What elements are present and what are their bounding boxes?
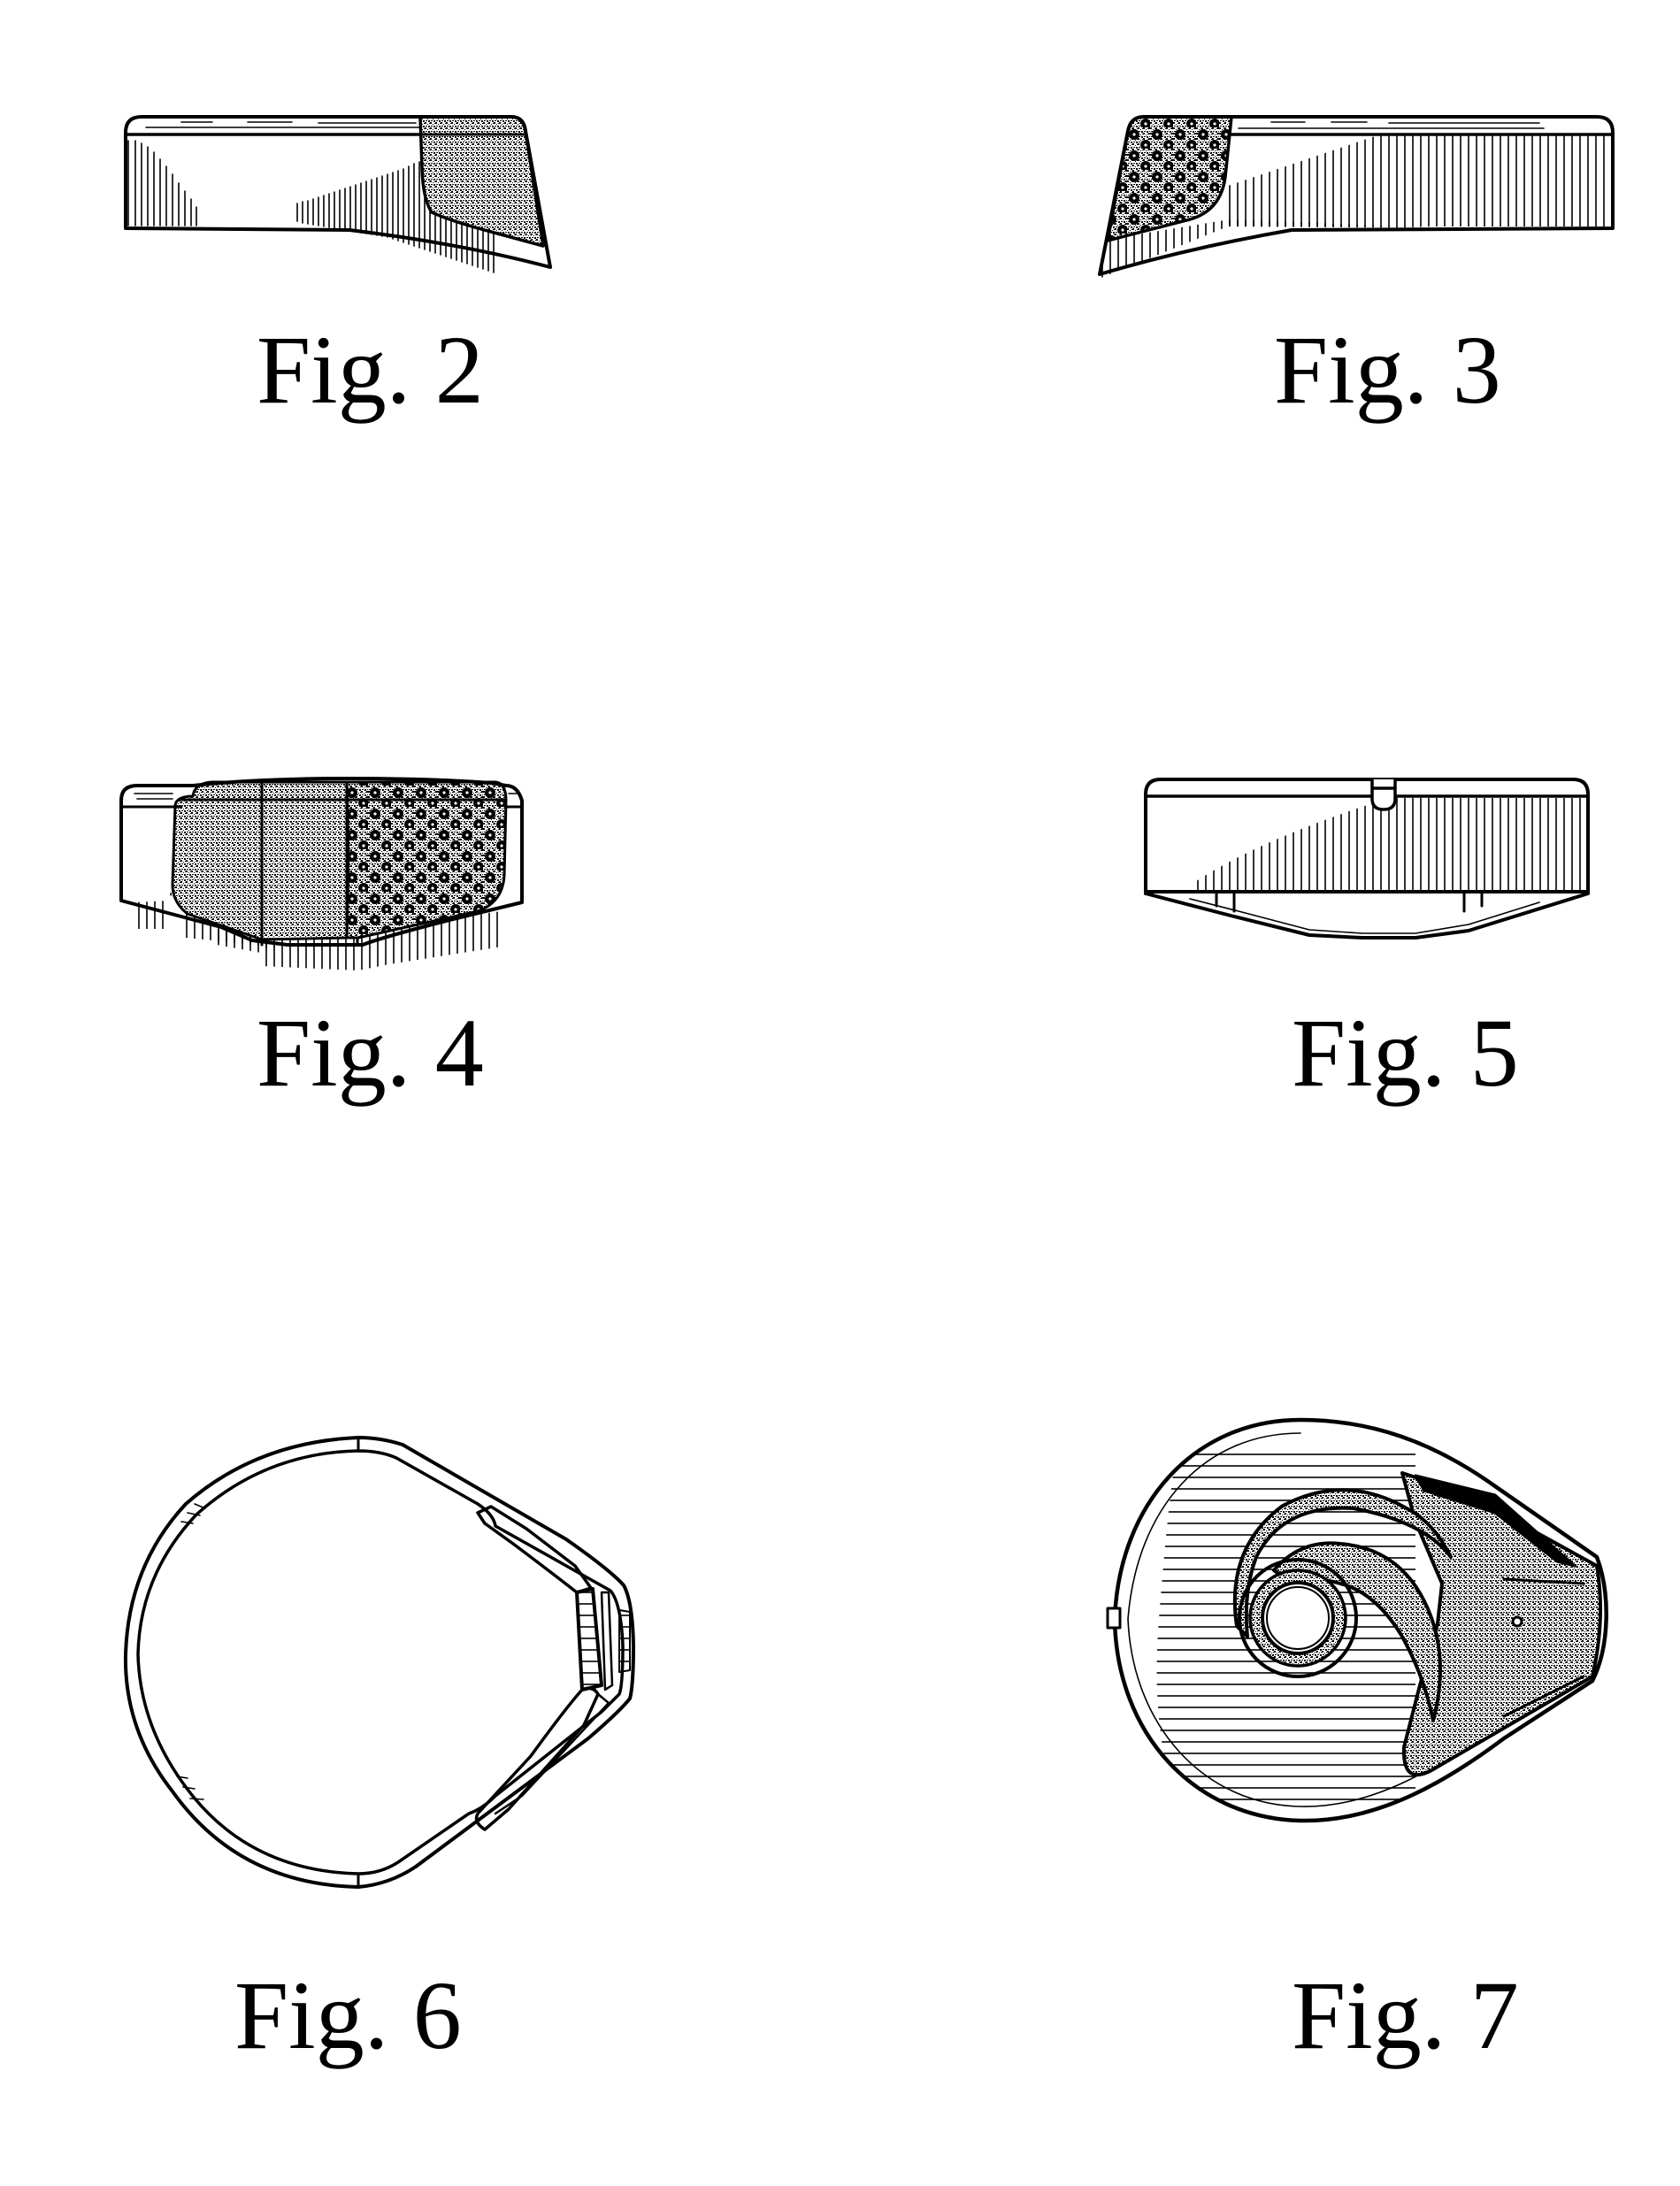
fig3-label: Fig. 3: [1274, 316, 1501, 424]
fig6-drawing: [123, 1436, 635, 1889]
fig5-label: Fig. 5: [1292, 999, 1519, 1107]
fig2-drawing: [124, 115, 552, 273]
fig5-drawing: [1144, 778, 1592, 940]
fig3-drawing: [1097, 115, 1615, 280]
fig7-drawing: [1106, 1417, 1608, 1823]
fig4-drawing: [119, 777, 524, 970]
fig7-label: Fig. 7: [1292, 1961, 1519, 2069]
fig4-label: Fig. 4: [257, 999, 484, 1107]
fig2-label: Fig. 2: [257, 316, 484, 424]
fig6-label: Fig. 6: [234, 1961, 462, 2069]
